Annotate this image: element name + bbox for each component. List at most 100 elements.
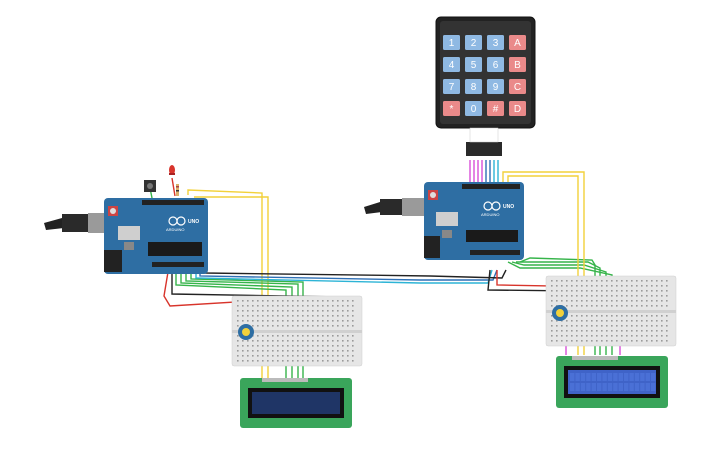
- breadboard-hole: [332, 335, 334, 337]
- breadboard-hole: [332, 355, 334, 357]
- keypad-key[interactable]: [443, 57, 460, 72]
- arduino-left[interactable]: UNO ARDUINO: [44, 198, 208, 274]
- keypad-key[interactable]: [509, 35, 526, 50]
- breadboard-hole: [666, 325, 668, 327]
- keypad-key[interactable]: [509, 79, 526, 94]
- keypad-key[interactable]: [487, 57, 504, 72]
- keypad-key[interactable]: [465, 57, 482, 72]
- breadboard-hole: [312, 305, 314, 307]
- breadboard-hole: [581, 320, 583, 322]
- keypad-key[interactable]: [443, 35, 460, 50]
- breadboard-hole: [237, 325, 239, 327]
- potentiometer-icon[interactable]: [552, 305, 568, 321]
- breadboard-hole: [661, 335, 663, 337]
- breadboard-hole: [312, 300, 314, 302]
- breadboard-hole: [661, 285, 663, 287]
- lcd-cell: [634, 373, 640, 381]
- breadboard-hole: [651, 290, 653, 292]
- breadboard-hole: [347, 300, 349, 302]
- breadboard-hole: [337, 325, 339, 327]
- keypad-key[interactable]: [487, 35, 504, 50]
- keypad-key[interactable]: [509, 101, 526, 116]
- breadboard-hole: [262, 325, 264, 327]
- breadboard-hole: [332, 315, 334, 317]
- breadboard-hole: [267, 320, 269, 322]
- lcd-cell: [597, 383, 602, 391]
- breadboard-hole: [317, 310, 319, 312]
- arduino-right-model-label: UNO: [503, 204, 514, 210]
- breadboard-hole: [646, 290, 648, 292]
- breadboard-hole: [661, 290, 663, 292]
- breadboard-hole: [327, 305, 329, 307]
- keypad-key[interactable]: [487, 101, 504, 116]
- breadboard-hole: [267, 305, 269, 307]
- breadboard-hole: [606, 335, 608, 337]
- breadboard-hole: [656, 340, 658, 342]
- breadboard-hole: [661, 330, 663, 332]
- breadboard-hole: [651, 335, 653, 337]
- breadboard-hole: [237, 315, 239, 317]
- breadboard-hole: [297, 335, 299, 337]
- breadboard-hole: [646, 300, 648, 302]
- breadboard-hole: [566, 280, 568, 282]
- breadboard-hole: [551, 280, 553, 282]
- breadboard-hole: [307, 335, 309, 337]
- breadboard-hole: [282, 335, 284, 337]
- breadboard-hole: [352, 310, 354, 312]
- keypad-key[interactable]: [509, 57, 526, 72]
- breadboard-hole: [282, 340, 284, 342]
- breadboard-hole: [307, 300, 309, 302]
- breadboard-hole: [257, 335, 259, 337]
- keypad-connector: [466, 142, 502, 156]
- keypad-key[interactable]: [443, 79, 460, 94]
- breadboard-hole: [342, 315, 344, 317]
- keypad-key[interactable]: [487, 79, 504, 94]
- keypad-key[interactable]: [465, 101, 482, 116]
- keypad-key-label: 2: [471, 38, 477, 49]
- breadboard-hole: [661, 315, 663, 317]
- breadboard-hole: [237, 335, 239, 337]
- breadboard-hole: [606, 280, 608, 282]
- breadboard-hole: [576, 335, 578, 337]
- breadboard-hole: [611, 335, 613, 337]
- breadboard-hole: [621, 300, 623, 302]
- breadboard-hole: [287, 315, 289, 317]
- breadboard-hole: [551, 340, 553, 342]
- keypad-key[interactable]: [465, 35, 482, 50]
- breadboard-hole: [252, 315, 254, 317]
- arduino-right[interactable]: UNO ARDUINO: [364, 182, 524, 260]
- breadboard-hole: [631, 290, 633, 292]
- breadboard-hole: [247, 355, 249, 357]
- breadboard-hole: [237, 360, 239, 362]
- breadboard-hole: [586, 315, 588, 317]
- breadboard-hole: [272, 340, 274, 342]
- breadboard-hole: [666, 295, 668, 297]
- breadboard-hole: [571, 320, 573, 322]
- breadboard-hole: [292, 335, 294, 337]
- keypad-key[interactable]: [443, 101, 460, 116]
- breadboard-hole: [661, 320, 663, 322]
- breadboard-hole: [332, 305, 334, 307]
- breadboard-hole: [352, 300, 354, 302]
- breadboard-hole: [636, 305, 638, 307]
- breadboard-hole: [606, 300, 608, 302]
- breadboard-hole: [601, 330, 603, 332]
- potentiometer-icon[interactable]: [238, 324, 254, 340]
- breadboard-hole: [332, 310, 334, 312]
- breadboard-hole: [646, 285, 648, 287]
- breadboard-hole: [282, 320, 284, 322]
- breadboard-hole: [566, 340, 568, 342]
- breadboard-hole: [556, 280, 558, 282]
- breadboard-hole: [656, 335, 658, 337]
- breadboard-hole: [332, 360, 334, 362]
- breadboard-hole: [561, 285, 563, 287]
- keypad-key[interactable]: [465, 79, 482, 94]
- lcd-cell: [640, 383, 645, 391]
- breadboard-hole: [342, 300, 344, 302]
- breadboard-hole: [616, 320, 618, 322]
- breadboard-hole: [646, 305, 648, 307]
- breadboard-hole: [551, 290, 553, 292]
- keypad-key-label: 0: [471, 104, 477, 115]
- breadboard-hole: [586, 290, 588, 292]
